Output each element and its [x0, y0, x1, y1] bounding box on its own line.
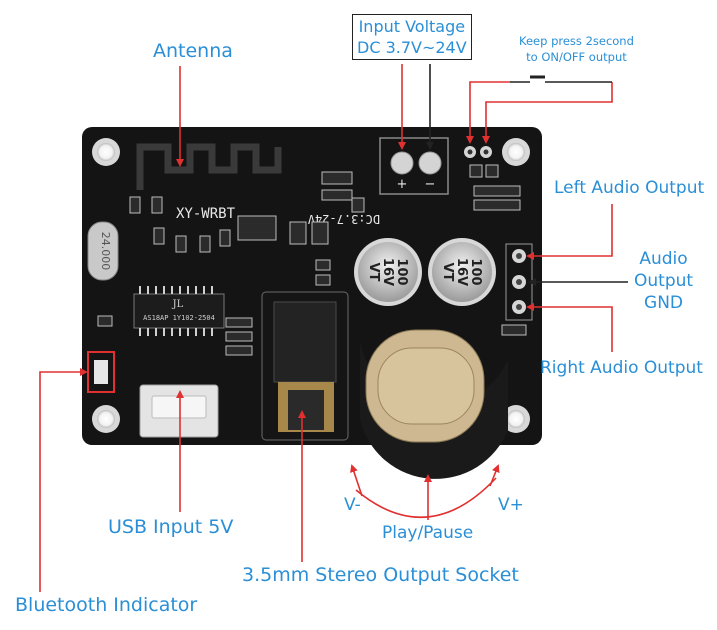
input-voltage-label: Input Voltage DC 3.7V~24V: [352, 14, 472, 60]
input-voltage-line2: DC 3.7V~24V: [357, 38, 467, 57]
main-chip: JL AS18AP 1Y102-2504: [133, 286, 225, 336]
keep-press-line2: to ON/OFF output: [526, 50, 627, 64]
svg-text:−: −: [425, 177, 436, 192]
volume-down-label: V-: [344, 495, 361, 515]
right-audio-output-label: Right Audio Output: [540, 358, 703, 378]
annotation-arrows: [39, 64, 628, 592]
audio-output-gnd-label: Audio Output GND: [634, 248, 693, 314]
stereo-socket-label: 3.5mm Stereo Output Socket: [242, 564, 519, 586]
svg-text:VT: VT: [366, 263, 381, 282]
stereo-jack: [261, 291, 349, 441]
svg-text:JL: JL: [172, 299, 184, 310]
smd-components: [97, 164, 527, 356]
power-terminals: + −: [379, 137, 449, 195]
svg-text:16V: 16V: [454, 258, 469, 286]
bluetooth-led: [87, 351, 115, 393]
mounting-holes: [92, 138, 530, 433]
svg-text:24.000: 24.000: [99, 232, 112, 271]
volume-up-label: V+: [498, 495, 524, 515]
antenna-trace: [136, 143, 282, 190]
left-audio-output-label: Left Audio Output: [554, 178, 705, 198]
usb-input-label: USB Input 5V: [108, 516, 234, 538]
play-pause-label: Play/Pause: [382, 523, 474, 543]
capacitor-right: 100 16V VT: [428, 238, 496, 306]
bluetooth-indicator-label: Bluetooth Indicator: [15, 594, 198, 616]
svg-text:100: 100: [468, 258, 483, 285]
svg-text:+: +: [397, 177, 408, 192]
input-voltage-line1: Input Voltage: [358, 17, 466, 36]
svg-text:100: 100: [394, 258, 409, 285]
keep-press-label: Keep press 2second to ON/OFF output: [519, 33, 634, 65]
audio-line3: GND: [644, 293, 684, 313]
svg-text:VT: VT: [440, 263, 455, 282]
audio-line1: Audio: [639, 249, 688, 269]
usb-port: [139, 384, 219, 438]
capacitor-left: 100 16V VT: [354, 238, 422, 306]
svg-text:AS18AP 1Y102-2504: AS18AP 1Y102-2504: [143, 314, 215, 322]
svg-text:16V: 16V: [380, 258, 395, 286]
audio-output-pins: [505, 243, 533, 321]
silk-model: XY-WRBT: [176, 206, 236, 222]
keep-press-line1: Keep press 2second: [519, 34, 634, 48]
audio-line2: Output: [634, 271, 694, 291]
volume-knob: [360, 329, 508, 479]
switch-pads: [464, 146, 492, 158]
antenna-label: Antenna: [153, 40, 233, 62]
crystal-oscillator: 24.000: [87, 221, 119, 281]
